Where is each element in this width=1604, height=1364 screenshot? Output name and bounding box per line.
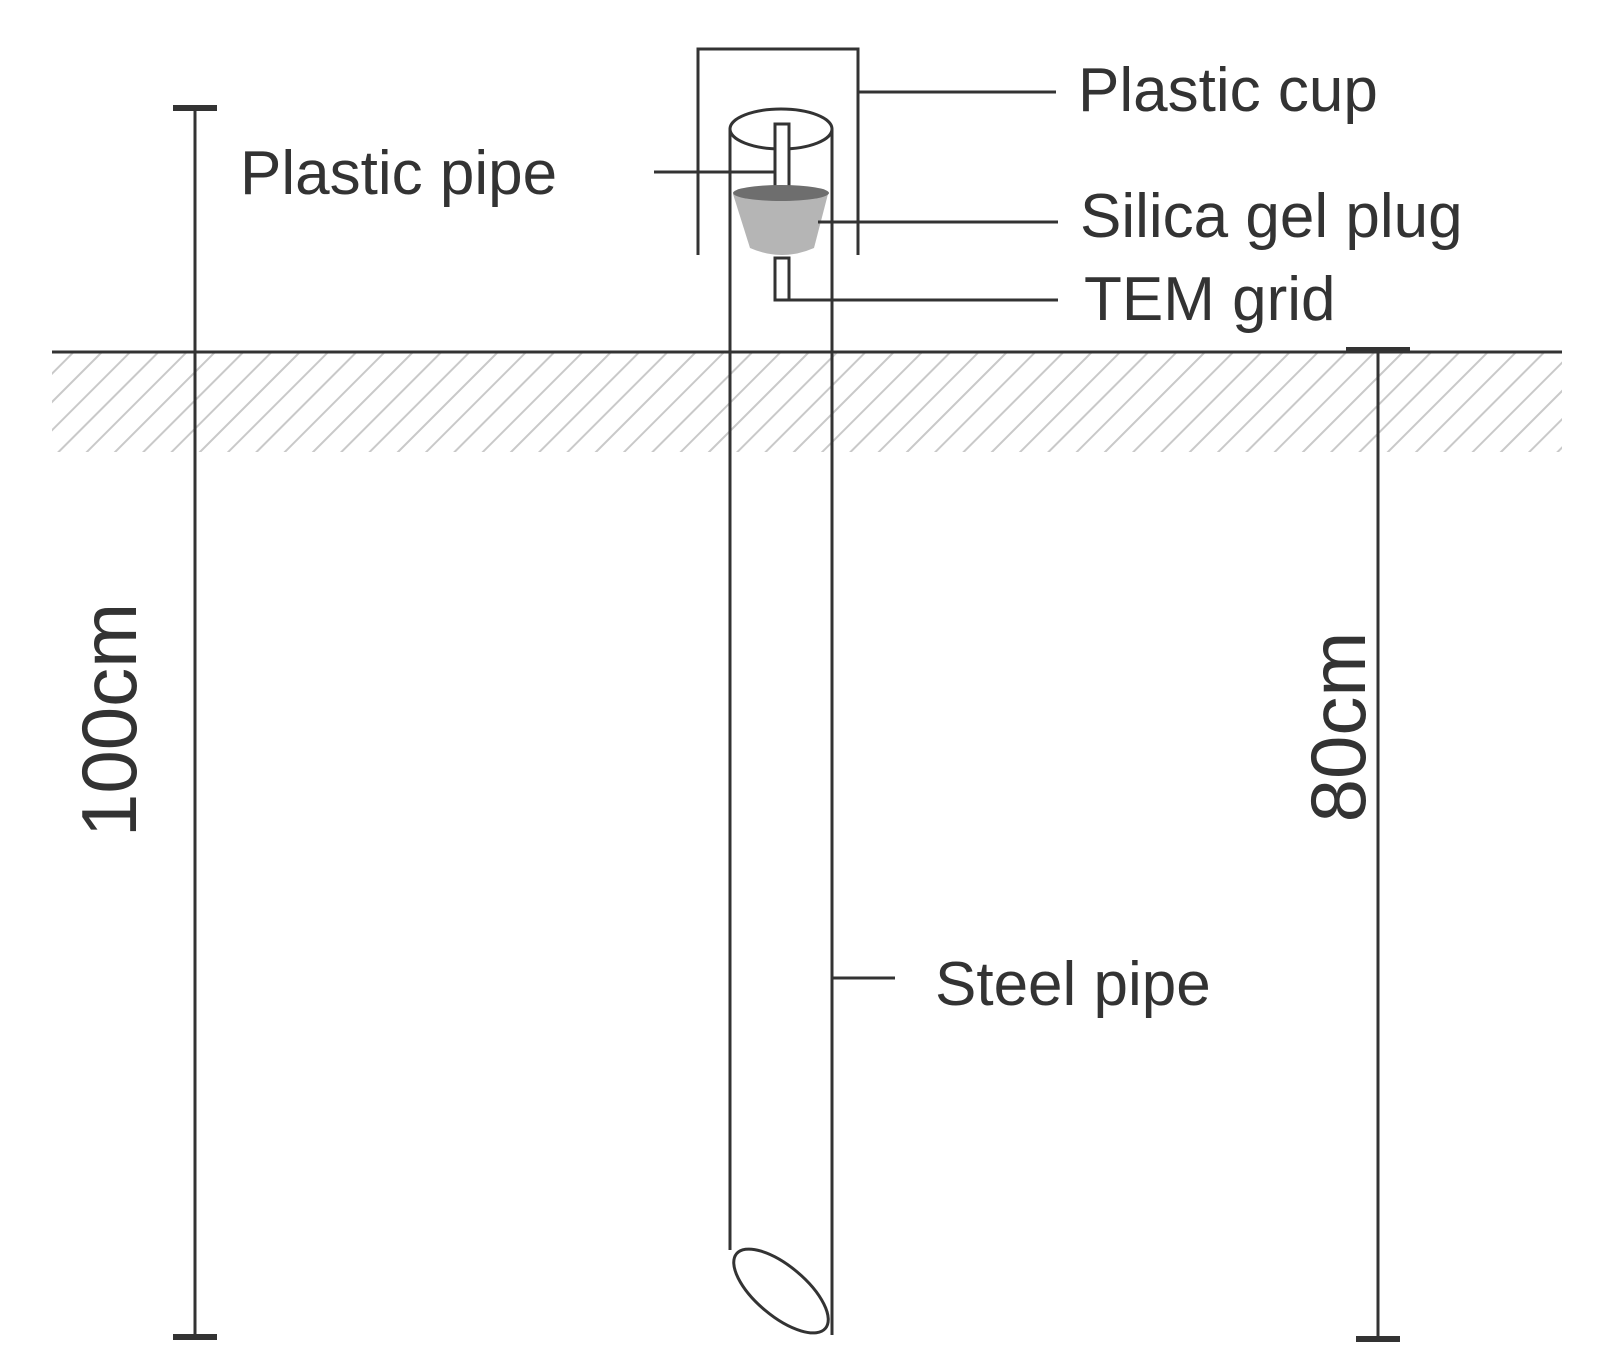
label-silica-gel-plug: Silica gel plug [1080, 182, 1463, 251]
label-plastic-pipe: Plastic pipe [240, 139, 557, 208]
label-steel-pipe: Steel pipe [935, 950, 1211, 1019]
label-plastic-cup: Plastic cup [1078, 56, 1378, 125]
steel-pipe [728, 107, 834, 1335]
silica-gel-plug [733, 185, 829, 255]
label-tem-grid: TEM grid [1084, 265, 1335, 334]
plastic-cup [696, 47, 860, 255]
leader-lines [654, 90, 1058, 980]
dimension-80cm [1346, 347, 1410, 1342]
dimension-100cm [173, 105, 217, 1340]
label-depth-80cm: 80cm [1294, 632, 1382, 823]
label-depth-100cm: 100cm [65, 603, 153, 837]
soil-layer [52, 352, 1562, 452]
